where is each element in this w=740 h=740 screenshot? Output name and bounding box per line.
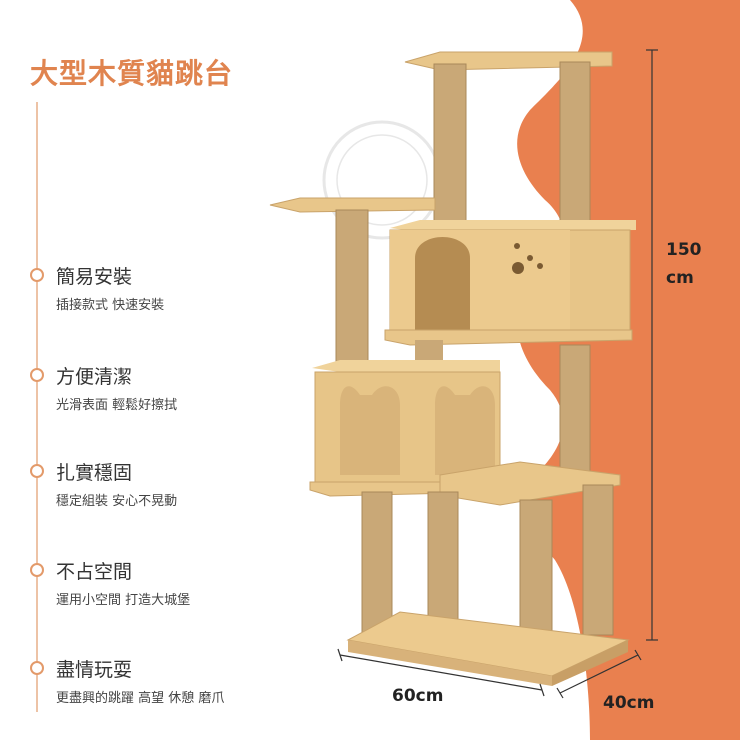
feature-subtitle: 光滑表面 輕鬆好擦拭 bbox=[56, 398, 178, 413]
timeline-line bbox=[36, 102, 38, 712]
feature-title: 簡易安裝 bbox=[56, 266, 133, 288]
height-dimension-value: 150 bbox=[666, 240, 702, 260]
timeline-dot-icon bbox=[30, 268, 44, 282]
width-dimension: 60cm bbox=[392, 686, 444, 706]
feature-title: 盡情玩耍 bbox=[56, 659, 133, 681]
timeline-dot-icon bbox=[30, 563, 44, 577]
feature-title: 扎實穩固 bbox=[56, 462, 133, 484]
feature-title: 方便清潔 bbox=[56, 366, 133, 388]
feature-subtitle: 穩定組裝 安心不晃動 bbox=[56, 494, 178, 509]
dimension-lines bbox=[337, 49, 658, 699]
feature-title: 不占空間 bbox=[56, 561, 133, 583]
feature-subtitle: 更盡興的跳躍 高望 休憩 磨爪 bbox=[56, 691, 225, 706]
timeline-dot-icon bbox=[30, 368, 44, 382]
feature-subtitle: 插接款式 快速安裝 bbox=[56, 298, 165, 313]
page-title: 大型木質貓跳台 bbox=[30, 57, 234, 90]
depth-dimension: 40cm bbox=[603, 693, 655, 713]
timeline-dot-icon bbox=[30, 661, 44, 675]
feature-subtitle: 運用小空間 打造大城堡 bbox=[56, 593, 191, 608]
timeline-dot-icon bbox=[30, 464, 44, 478]
height-dimension-unit: cm bbox=[666, 268, 694, 288]
